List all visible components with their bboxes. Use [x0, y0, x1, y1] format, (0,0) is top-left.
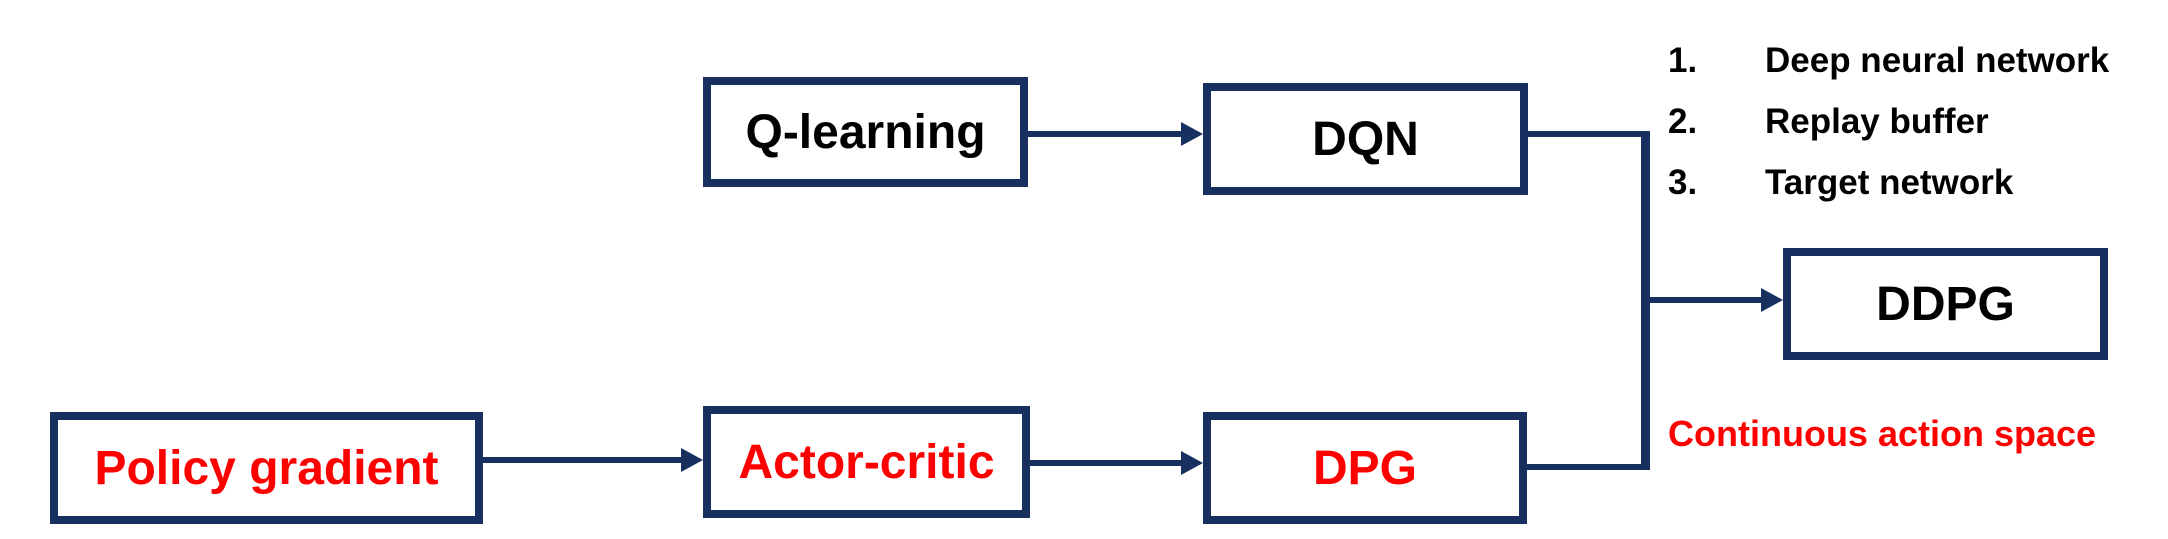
dqn-features-list: 1. Deep neural network 2. Replay buffer … [1668, 30, 2109, 213]
node-dqn: DQN [1203, 83, 1528, 195]
arrowhead-q-learning-to-dqn-icon [1181, 122, 1203, 146]
connector-q-learning-to-dqn [1028, 131, 1184, 137]
list-item-label: Deep neural network [1765, 40, 2110, 80]
node-dpg-label: DPG [1312, 441, 1417, 495]
connector-merge-vertical [1641, 131, 1650, 470]
list-item-label: Replay buffer [1765, 101, 1989, 141]
node-q-learning: Q-learning [703, 77, 1028, 187]
connector-dpg-to-merge [1527, 464, 1650, 470]
arrowhead-merge-to-ddpg-icon [1761, 288, 1783, 312]
arrowhead-actor-critic-to-dpg-icon [1181, 451, 1203, 475]
node-q-learning-label: Q-learning [745, 105, 986, 159]
list-item: 2. Replay buffer [1668, 91, 2109, 152]
node-ddpg: DDPG [1783, 248, 2108, 360]
node-dpg: DPG [1203, 412, 1527, 524]
connector-actor-critic-to-dpg [1030, 460, 1183, 466]
list-item-label: Target network [1765, 162, 2014, 202]
node-policy-gradient-label: Policy gradient [94, 441, 439, 495]
list-item-number: 2. [1668, 101, 1698, 141]
node-ddpg-label: DDPG [1876, 277, 2015, 331]
node-actor-critic: Actor-critic [703, 406, 1030, 518]
ddpg-note: Continuous action space [1668, 413, 2097, 454]
list-item-number: 3. [1668, 162, 1698, 202]
connector-dqn-to-merge [1528, 131, 1650, 137]
node-actor-critic-label: Actor-critic [738, 435, 995, 489]
list-item: 1. Deep neural network [1668, 30, 2109, 91]
node-dqn-label: DQN [1312, 112, 1419, 166]
connector-merge-to-ddpg [1650, 297, 1763, 303]
list-item-number: 1. [1668, 40, 1698, 80]
list-item: 3. Target network [1668, 152, 2109, 213]
arrowhead-policy-gradient-to-actor-critic-icon [681, 448, 703, 472]
connector-policy-gradient-to-actor-critic [483, 457, 683, 463]
node-policy-gradient: Policy gradient [50, 412, 483, 524]
